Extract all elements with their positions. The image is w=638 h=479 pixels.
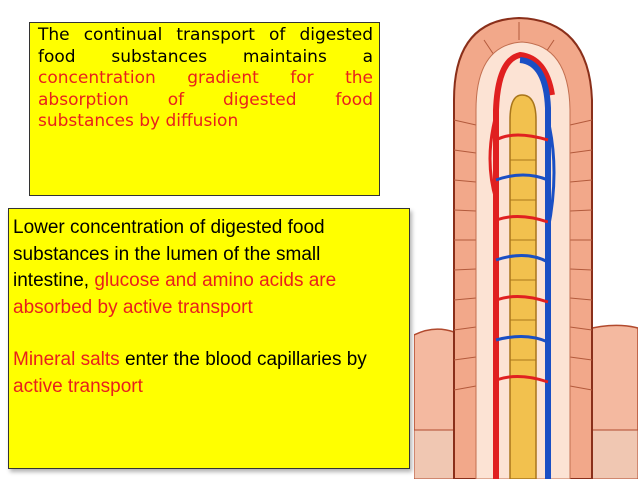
lumen-paragraph: Lower concentration of digested food sub… <box>13 215 401 321</box>
mineral-salts-text: Mineral salts <box>13 349 120 370</box>
lacteal-segments <box>510 159 536 361</box>
paragraph-gap <box>13 321 401 347</box>
active-transport-text-2: active transport <box>13 375 143 397</box>
transport-explanation-box: The continual transport of digested food… <box>29 22 380 196</box>
absorption-explanation-box: Lower concentration of digested food sub… <box>8 208 410 469</box>
blood-capillaries-text: enter the blood capillaries by <box>124 349 367 370</box>
active-transport-text: glucose and amino acids are absorbed by … <box>13 270 337 318</box>
venule <box>519 57 551 479</box>
concentration-gradient-text: concentration gradient for the absorptio… <box>38 68 373 132</box>
transport-text: The continual transport of digested food… <box>38 25 373 67</box>
lacteal <box>509 94 537 479</box>
arteriole <box>493 51 555 479</box>
epithelial-cells <box>453 22 593 391</box>
villus-illustration <box>414 16 638 479</box>
capillary-network <box>488 114 556 384</box>
lumen-text: Lower concentration of digested food sub… <box>13 217 325 291</box>
mineral-salts-paragraph: Mineral salts enter the blood capillarie… <box>13 347 401 400</box>
